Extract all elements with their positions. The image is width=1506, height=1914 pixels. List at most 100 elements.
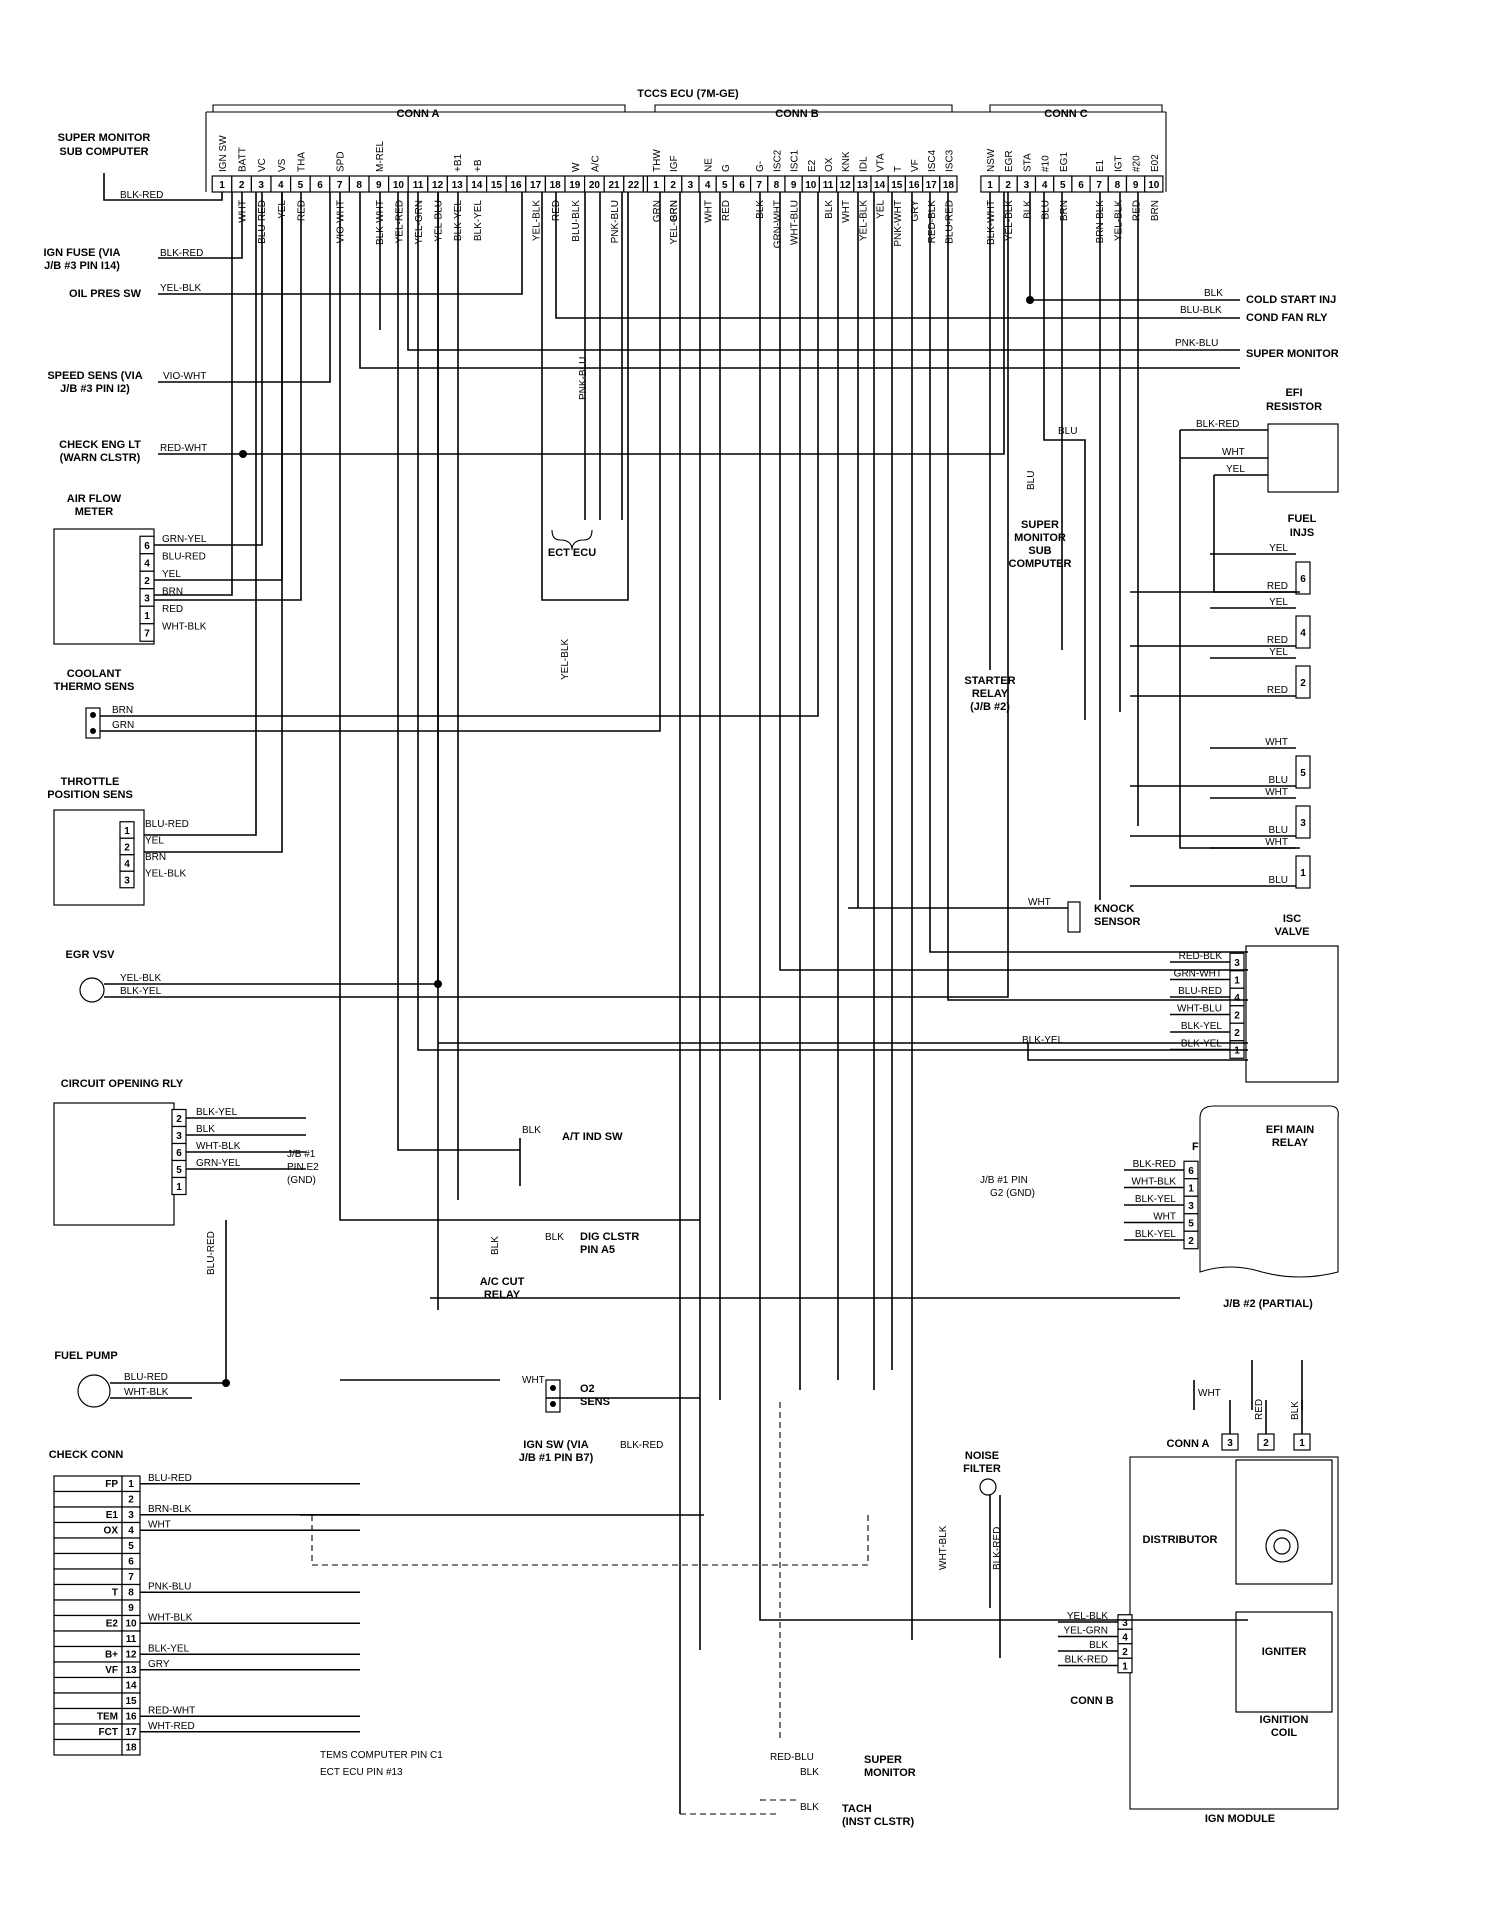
ecu-wire-color: YEL-BLU <box>434 200 445 242</box>
distributor-pin-number: 2 <box>1263 1438 1269 1449</box>
ecu-pin-name: +B <box>473 159 484 172</box>
ecu-pin-number: 17 <box>530 180 542 191</box>
blu-wire <box>1043 192 1086 720</box>
ecu-wire-color: VIO-WHT <box>336 200 347 243</box>
ecu-pin-number: 16 <box>510 180 522 191</box>
check-conn-pin-number: 9 <box>128 1603 134 1614</box>
blu-blk-label: BLU-BLK <box>1180 305 1222 316</box>
fuel-injs-1: FUEL <box>1288 513 1317 525</box>
cor-wire-label: BLK-YEL <box>196 1107 238 1118</box>
super-monitor-sub2-1: SUPER <box>1021 519 1059 531</box>
ecu-pin-number: 3 <box>1024 180 1030 191</box>
cond-fan-label: COND FAN RLY <box>1246 312 1328 324</box>
conn-b-label: CONN B <box>775 108 818 120</box>
check-conn-wire-label: BLU-RED <box>148 1473 192 1484</box>
air-flow-meter-label-2: METER <box>75 506 114 518</box>
cor-pin-cell <box>171 1176 187 1196</box>
ecu-pin-number: 10 <box>1148 180 1160 191</box>
o2-wht-label: WHT <box>522 1375 545 1386</box>
ecu-pin-number: 3 <box>688 180 694 191</box>
afm-pin-number: 2 <box>144 576 150 587</box>
ecu-pin-name: STA <box>1022 153 1033 172</box>
injector-wire-label: RED <box>1267 685 1288 696</box>
coolant-connector <box>85 707 101 739</box>
ecu-wire-color: WHT-BLU <box>790 200 801 245</box>
injector-pin-number: 3 <box>1300 818 1306 829</box>
o2-sens-connector <box>545 1379 561 1413</box>
ign-fuse-label-1: IGN FUSE (VIA <box>43 247 120 259</box>
ecu-pin-number: 6 <box>317 180 323 191</box>
ecu-pin-name: ISC3 <box>944 149 955 172</box>
ecu-pin-name: THW <box>652 149 663 172</box>
super-monitor-bot-2: MONITOR <box>864 1767 916 1779</box>
tps-pin-number: 3 <box>124 876 130 887</box>
tps-wire-label: BRN <box>145 852 166 863</box>
ecu-pin-name: G <box>721 164 732 172</box>
super-monitor-sub-wire <box>103 173 223 201</box>
ecu-pin-name: SPD <box>336 151 347 172</box>
ecu-wire-color: RED <box>1132 200 1143 221</box>
ecu-pin-name: IGN SW <box>218 135 229 172</box>
super-monitor-label: SUPER MONITOR <box>1246 348 1339 360</box>
coolant-wire-1: BRN <box>112 705 133 716</box>
super-monitor-sub-label-1: SUPER MONITOR <box>58 132 151 144</box>
nf-wire-2: BLK-RED <box>992 1527 1003 1570</box>
efi-wire-label: BLK-YEL <box>1135 1229 1177 1240</box>
ecu-wire-color: YEL <box>876 200 887 219</box>
egr-blk-yel-wire <box>104 192 1009 998</box>
oil-pres-wire-label: YEL-BLK <box>160 283 201 294</box>
conn-c-bracket <box>989 104 1163 112</box>
ecu-pin-name: EGR <box>1004 150 1015 172</box>
ecu-pin-name: KNK <box>841 151 852 172</box>
ecu-wire-color: BLK-WHT <box>986 200 997 245</box>
ac-cut-1: A/C CUT <box>480 1276 525 1288</box>
ecu-pin-name: ISC1 <box>790 149 801 172</box>
tps-wire-label: YEL <box>145 836 164 847</box>
efi-pin-number: 6 <box>1188 1166 1194 1177</box>
check-eng-wire <box>158 192 1005 455</box>
ecu-pin-name: #20 <box>1132 155 1143 172</box>
check-conn-pin-number: 14 <box>125 1681 137 1692</box>
noise-filter-symbol <box>979 1478 997 1496</box>
check-conn-pin-number: 8 <box>128 1588 134 1599</box>
ecu-pin-number: 5 <box>1060 180 1066 191</box>
ecu-pin-number: 16 <box>908 180 920 191</box>
efi-resistor-box <box>1267 423 1339 493</box>
red-blu-label: RED-BLU <box>770 1752 814 1763</box>
blk-at-label: BLK <box>522 1125 541 1136</box>
ecu-pin-name: E02 <box>1150 154 1161 172</box>
ecu-pin-number: 2 <box>239 180 245 191</box>
injector-wire-label: BLU <box>1269 775 1288 786</box>
at-ind-label: A/T IND SW <box>562 1131 623 1143</box>
ecu-pin-number: 13 <box>452 180 464 191</box>
jb1-e2-3: (GND) <box>287 1175 316 1186</box>
injector-connector <box>1295 615 1311 649</box>
junction-dot <box>222 1379 230 1387</box>
ect-ecu-label: ECT ECU <box>548 547 596 559</box>
dig-clstr-1: DIG CLSTR <box>580 1231 639 1243</box>
speed-sens-label-1: SPEED SENS (VIA <box>47 370 142 382</box>
fuel-injectors: 6YELRED4YELRED2YELRED5WHTBLU3WHTBLU1WHTB… <box>1130 543 1311 889</box>
ecu-pin-number: 3 <box>258 180 264 191</box>
igniter-wire-label: BLK <box>1089 1640 1108 1651</box>
cor-box <box>53 1102 175 1226</box>
cor-wire-label: WHT-BLK <box>196 1141 241 1152</box>
super-monitor-wire <box>407 192 1240 351</box>
afm-wire-label: YEL <box>162 569 181 580</box>
ign-coil-2: COIL <box>1271 1727 1298 1739</box>
blk-cold-label: BLK <box>1204 288 1223 299</box>
ecu-pin-number: 15 <box>891 180 903 191</box>
check-conn-name-cell <box>53 1630 123 1648</box>
efi-resistor-2: RESISTOR <box>1266 401 1322 413</box>
injector-connector <box>1295 855 1311 889</box>
ecu-pin-number: 4 <box>278 180 284 191</box>
ecu-wire-color: WHT <box>841 200 852 223</box>
efi-main-2: RELAY <box>1272 1137 1309 1149</box>
ecu-pin-number: 11 <box>413 180 424 191</box>
injector-pin-number: 4 <box>1300 628 1306 639</box>
ecu-pin-number: 2 <box>1005 180 1011 191</box>
igniter-wire-label: YEL-BLK <box>1067 1611 1108 1622</box>
